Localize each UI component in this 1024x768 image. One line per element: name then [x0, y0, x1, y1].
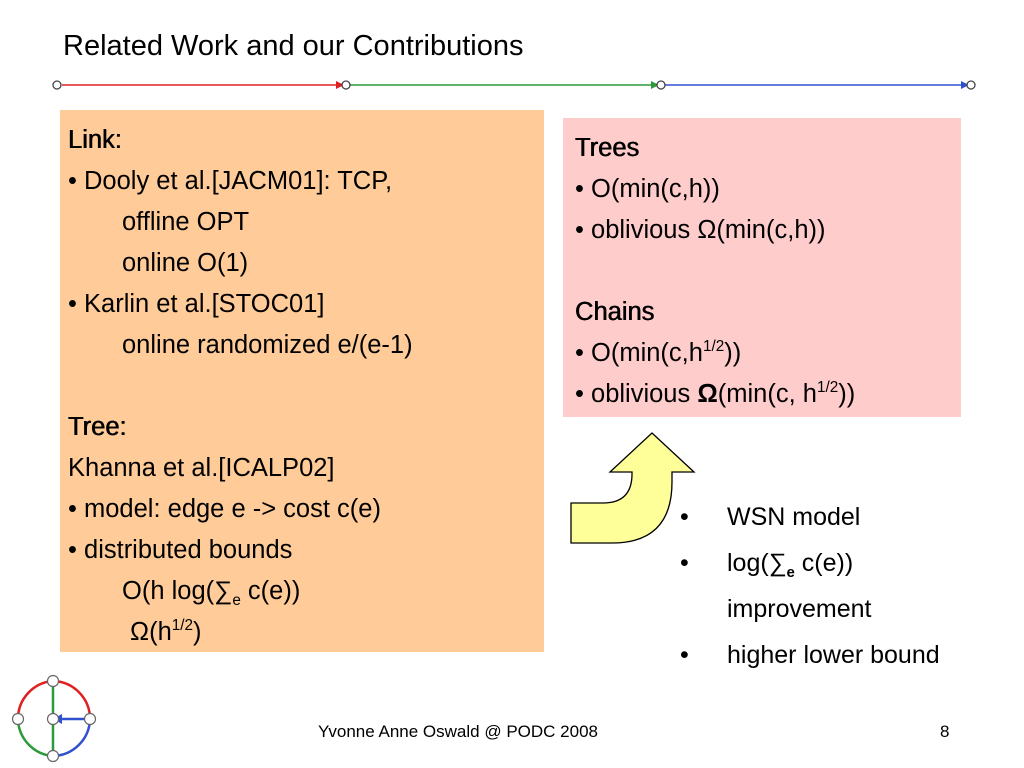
list-item: •WSN model — [680, 503, 861, 531]
trees-lower-line: • oblivious Ω(min(c,h)) — [575, 216, 826, 244]
khanna-line: Khanna et al.[ICALP02] — [68, 454, 335, 482]
distributed-bounds-line: • distributed bounds — [68, 536, 293, 564]
upper-bound-line: O(h log(∑e c(e)) — [122, 577, 301, 610]
contributions-box: Trees • O(min(c,h)) • oblivious Ω(min(c,… — [563, 118, 961, 417]
up-arrow-icon — [570, 432, 696, 544]
chains-upper-line: • O(min(c,h1/2)) — [575, 337, 742, 367]
tree-heading: Tree: — [68, 413, 127, 441]
trees-upper-line: • O(min(c,h)) — [575, 175, 720, 203]
trees-heading: Trees — [575, 134, 640, 162]
karlin-line: • Karlin et al.[STOC01] — [68, 290, 325, 318]
page-number: 8 — [940, 722, 950, 741]
list-item: •log(∑e c(e)) — [680, 549, 854, 581]
node-3 — [656, 80, 666, 90]
node-1 — [52, 80, 62, 90]
green-arrowhead — [651, 81, 659, 89]
link-heading: Link: — [68, 126, 122, 154]
footer-text: Yvonne Anne Oswald @ PODC 2008 — [318, 722, 598, 741]
node-2 — [341, 80, 351, 90]
chains-heading: Chains — [575, 298, 655, 326]
chains-lower-line: • oblivious Ω(min(c, h1/2)) — [575, 378, 856, 408]
offline-opt-line: offline OPT — [122, 208, 250, 236]
online-o1-line: online O(1) — [122, 249, 249, 277]
related-work-box: Link: • Dooly et al.[JACM01]: TCP, offli… — [60, 110, 544, 652]
node-4 — [966, 80, 976, 90]
randomized-line: online randomized e/(e-1) — [122, 331, 413, 359]
slide-title: Related Work and our Contributions — [63, 30, 524, 62]
title-underline-graphic — [52, 80, 976, 90]
red-arrowhead — [336, 81, 344, 89]
graph-logo-icon — [11, 674, 97, 763]
lower-bound-line: Ω(h1/2) — [130, 616, 202, 646]
list-item-continuation: improvement — [727, 595, 872, 623]
contribution-bullets: •WSN model •log(∑e c(e)) improvement •hi… — [680, 494, 940, 678]
dooly-line: • Dooly et al.[JACM01]: TCP, — [68, 167, 393, 195]
model-line: • model: edge e -> cost c(e) — [68, 495, 381, 523]
blue-arrowhead — [961, 81, 969, 89]
list-item: •higher lower bound — [680, 641, 940, 669]
